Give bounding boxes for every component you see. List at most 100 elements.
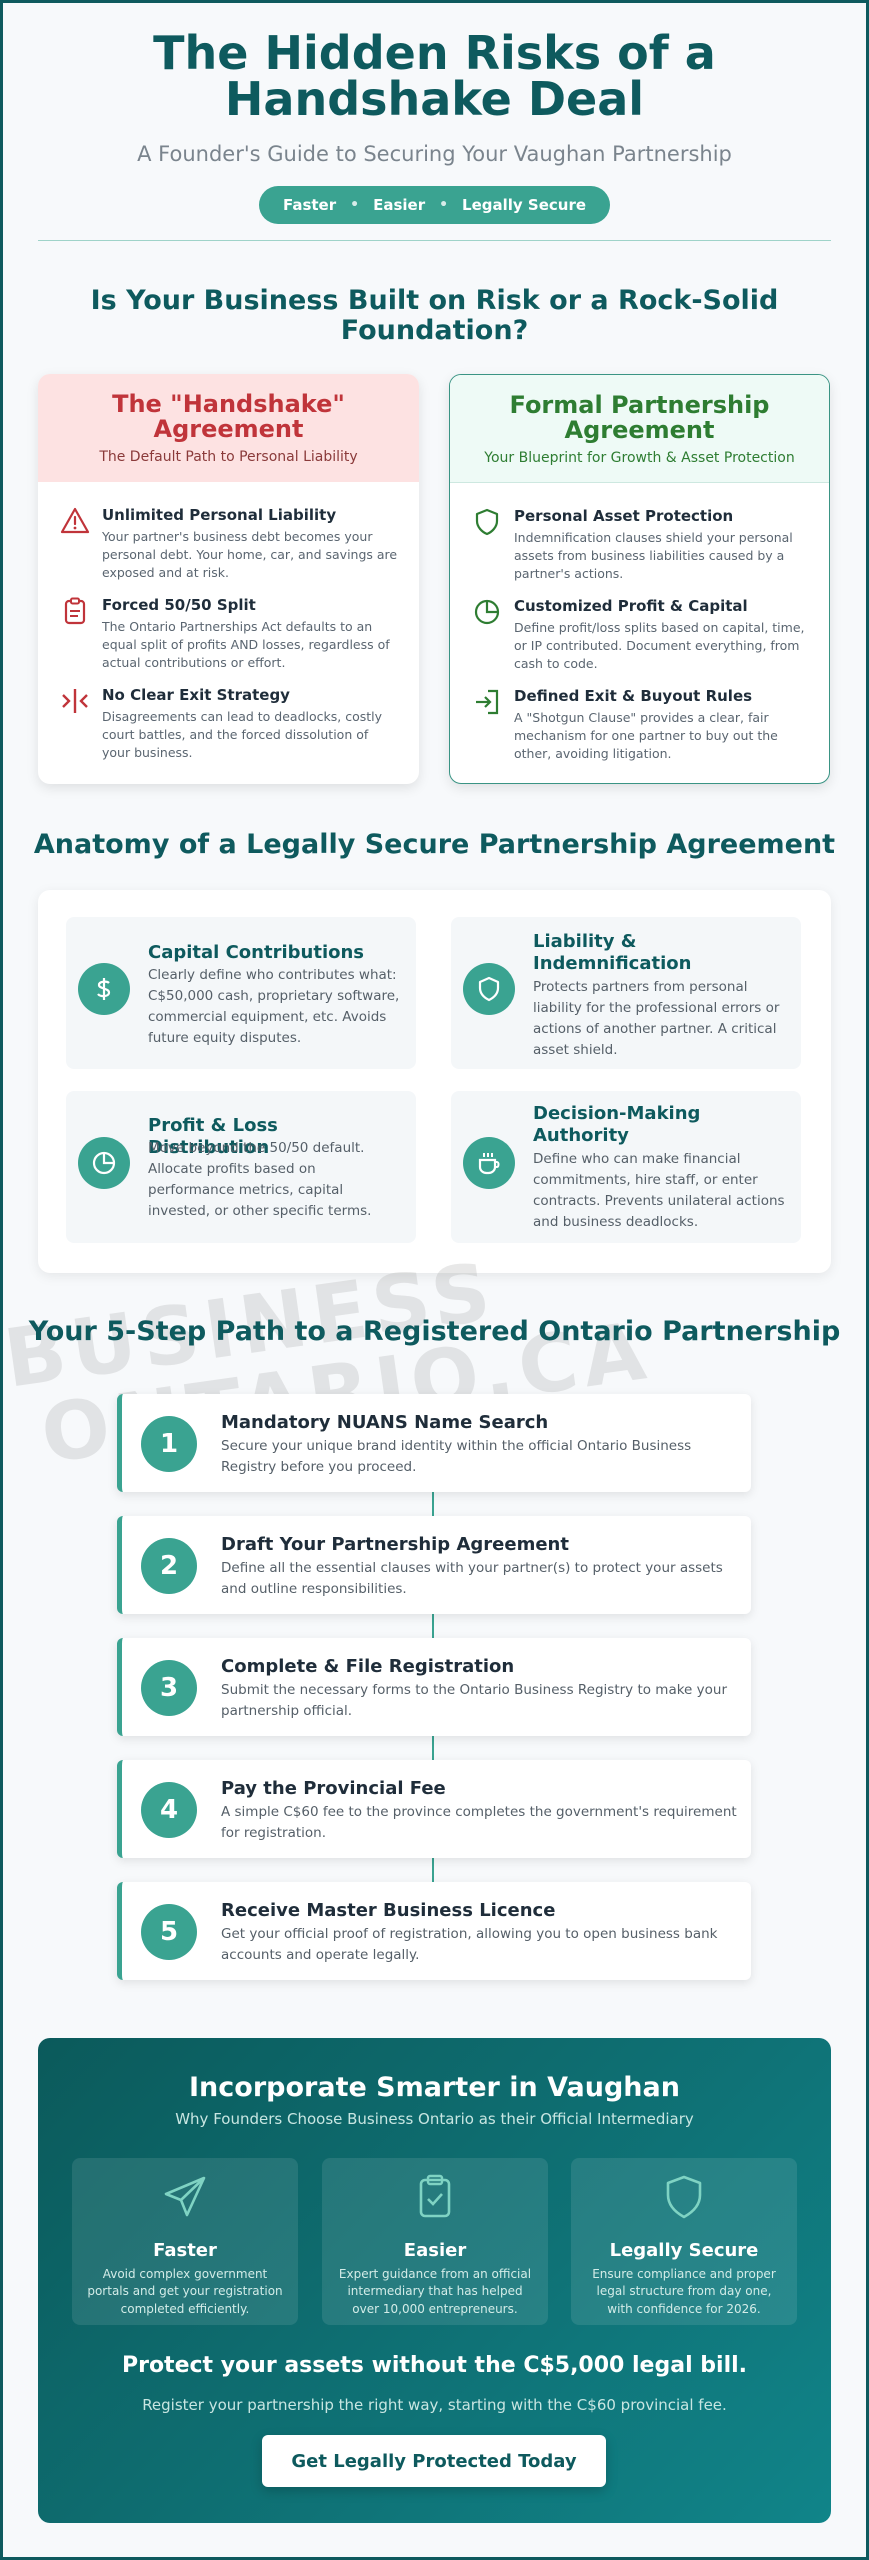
step-card: 4 Pay the Provincial Fee A simple C$60 f… (117, 1760, 751, 1858)
formal-card: Formal Partnership Agreement Your Bluepr… (449, 374, 830, 784)
step-card: 1 Mandatory NUANS Name Search Secure you… (117, 1394, 751, 1492)
anatomy-item-desc: Define who can make financial commitment… (533, 1151, 785, 1230)
benefit-item: Defined Exit & Buyout Rules A "Shotgun C… (472, 687, 812, 767)
header-divider (38, 240, 831, 241)
page-subtitle: A Founder's Guide to Securing Your Vaugh… (137, 142, 732, 166)
anatomy-item: Profit & Loss Distribution Move beyond t… (66, 1091, 416, 1243)
anatomy-item-desc: Clearly define who contributes what: C$5… (148, 967, 400, 1046)
cta-benefit-desc: Ensure compliance and proper legal struc… (592, 2267, 776, 2316)
pill-easier: Easier (373, 196, 426, 214)
formal-card-title: Formal Partnership Agreement (509, 391, 770, 445)
cta-benefit: Faster Avoid complex government portals … (72, 2158, 298, 2325)
steps-title: Your 5-Step Path to a Registered Ontario… (28, 1316, 841, 1347)
step-title: Mandatory NUANS Name Search (221, 1412, 549, 1433)
cta-benefit-title: Faster (153, 2240, 217, 2261)
cta-benefit-title: Easier (403, 2240, 467, 2261)
cta-note: Register your partnership the right way,… (142, 2396, 727, 2414)
formal-card-subtitle: Your Blueprint for Growth & Asset Protec… (484, 450, 795, 467)
step-desc: A simple C$60 fee to the province comple… (221, 1804, 737, 1841)
shield-icon (475, 508, 499, 536)
anatomy-item: Capital Contributions Clearly define who… (66, 917, 416, 1069)
anatomy-icon-circle (78, 1137, 130, 1189)
benefit-item-title: Customized Profit & Capital (514, 597, 748, 615)
pie-chart-icon (92, 1151, 116, 1175)
anatomy-item-title: Liability & Indemnification (533, 931, 692, 974)
step-card: 5 Receive Master Business Licence Get yo… (117, 1882, 751, 1980)
anatomy-icon-circle (463, 1137, 515, 1189)
step-card: 2 Draft Your Partnership Agreement Defin… (117, 1516, 751, 1614)
clipboard-check-icon (419, 2174, 451, 2218)
page-title: The Hidden Risks of a Handshake Deal (0, 30, 869, 122)
anatomy-item: Liability & Indemnification Protects par… (451, 917, 801, 1069)
benefit-item-title: Defined Exit & Buyout Rules (514, 687, 753, 705)
risk-item-desc: The Ontario Partnerships Act defaults to… (102, 619, 390, 670)
anatomy-item-desc: Move beyond the 50/50 default. Allocate … (148, 1140, 372, 1219)
anatomy-item-title: Profit & Loss Distribution (148, 1115, 278, 1158)
risk-item-title: No Clear Exit Strategy (102, 686, 290, 704)
risk-item: Unlimited Personal Liability Your partne… (60, 506, 400, 586)
anatomy-icon-circle (463, 963, 515, 1015)
get-protected-button[interactable]: Get Legally Protected Today (262, 2435, 606, 2487)
anatomy-item-title: Capital Contributions (148, 942, 365, 963)
cta-benefit: Legally Secure Ensure compliance and pro… (571, 2158, 797, 2325)
cta-subtitle: Why Founders Choose Business Ontario as … (175, 2110, 694, 2128)
cta-benefit-desc: Avoid complex government portals and get… (87, 2267, 283, 2316)
benefit-item-desc: Define profit/loss splits based on capit… (514, 620, 805, 671)
shield-icon (478, 976, 500, 1002)
cta-title: Incorporate Smarter in Vaughan (189, 2072, 680, 2103)
anatomy-item-title: Decision-Making Authority (533, 1103, 701, 1146)
handshake-card-subtitle: The Default Path to Personal Liability (99, 449, 358, 466)
anatomy-item-desc: Protects partners from personal liabilit… (533, 979, 780, 1058)
warning-icon (60, 507, 90, 534)
exit-arrow-icon (476, 689, 499, 715)
paper-plane-icon (164, 2176, 206, 2217)
step-desc: Submit the necessary forms to the Ontari… (221, 1682, 728, 1719)
risk-item-desc: Disagreements can lead to deadlocks, cos… (102, 709, 383, 760)
shield-icon (666, 2175, 702, 2219)
title-line-2: Handshake Deal (224, 72, 645, 126)
hero-header: The Hidden Risks of a Handshake Deal A F… (0, 30, 869, 224)
step-number: 4 (141, 1782, 197, 1838)
cta-benefit: Easier Expert guidance from an official … (322, 2158, 548, 2325)
step-desc: Define all the essential clauses with yo… (221, 1560, 723, 1597)
title-line-1: The Hidden Risks of a (153, 26, 716, 80)
benefit-item-desc: Indemnification clauses shield your pers… (514, 530, 793, 581)
step-number: 3 (141, 1660, 197, 1716)
anatomy-icon-circle (78, 963, 130, 1015)
benefit-item: Personal Asset Protection Indemnificatio… (472, 507, 812, 587)
step-title: Pay the Provincial Fee (221, 1778, 446, 1799)
benefit-item-desc: A "Shotgun Clause" provides a clear, fai… (514, 710, 778, 761)
cta-panel: Incorporate Smarter in Vaughan Why Found… (38, 2038, 831, 2523)
formal-card-header: Formal Partnership Agreement Your Bluepr… (450, 375, 829, 483)
pill-separator: • (350, 197, 360, 213)
benefits-pill: Faster • Easier • Legally Secure (258, 186, 611, 224)
pie-chart-icon (474, 599, 500, 625)
cta-benefit-desc: Expert guidance from an official interme… (338, 2267, 532, 2316)
risk-item-desc: Your partner's business debt becomes you… (102, 529, 398, 580)
step-number: 5 (141, 1904, 197, 1960)
benefit-item-title: Personal Asset Protection (514, 507, 734, 525)
anatomy-title: Anatomy of a Legally Secure Partnership … (33, 829, 836, 860)
step-number: 1 (141, 1416, 197, 1472)
pill-legally-secure: Legally Secure (462, 196, 587, 214)
step-number: 2 (141, 1538, 197, 1594)
cta-benefit-title: Legally Secure (609, 2240, 759, 2261)
split-arrows-icon (62, 689, 88, 713)
pill-separator: • (439, 197, 449, 213)
risk-item: Forced 50/50 Split The Ontario Partnersh… (60, 596, 400, 676)
risk-item-title: Unlimited Personal Liability (102, 506, 337, 524)
step-title: Draft Your Partnership Agreement (221, 1534, 569, 1555)
benefit-item: Customized Profit & Capital Define profi… (472, 597, 812, 677)
step-title: Receive Master Business Licence (221, 1900, 556, 1921)
handshake-card-title: The "Handshake" Agreement (112, 390, 345, 444)
comparison-title: Is Your Business Built on Risk or a Rock… (90, 285, 779, 346)
step-card: 3 Complete & File Registration Submit th… (117, 1638, 751, 1736)
pill-faster: Faster (282, 196, 337, 214)
risk-item-title: Forced 50/50 Split (102, 596, 256, 614)
handshake-card: The "Handshake" Agreement The Default Pa… (38, 374, 419, 784)
risk-item: No Clear Exit Strategy Disagreements can… (60, 686, 400, 766)
cta-headline: Protect your assets without the C$5,000 … (121, 2353, 748, 2378)
step-title: Complete & File Registration (221, 1656, 515, 1677)
step-desc: Secure your unique brand identity within… (221, 1438, 692, 1475)
handshake-card-header: The "Handshake" Agreement The Default Pa… (38, 374, 419, 482)
